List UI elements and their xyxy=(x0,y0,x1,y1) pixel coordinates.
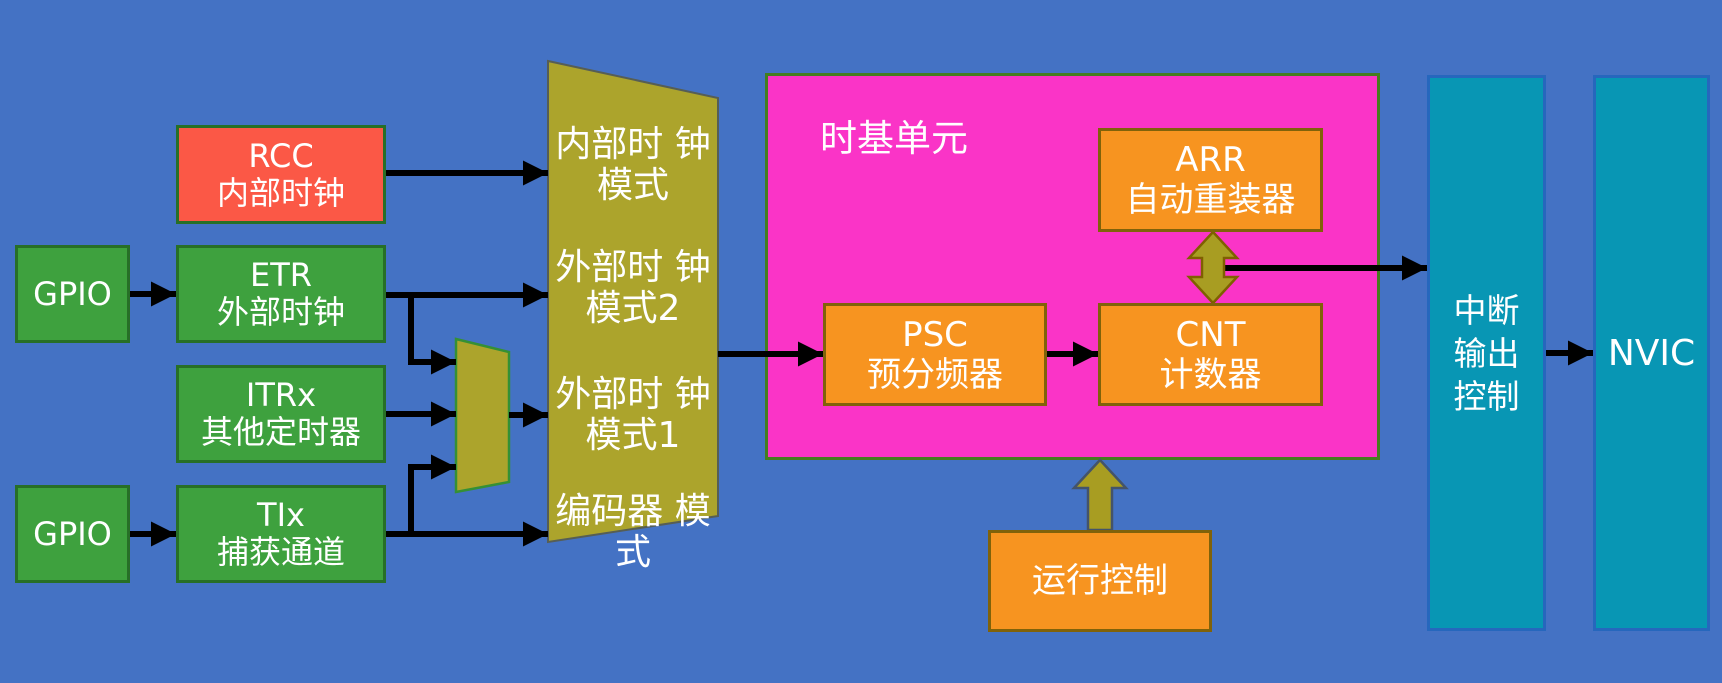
connector-etr-branch-to-mux xyxy=(408,295,456,375)
etr-external-clock-box: ETR 外部时钟 xyxy=(176,245,386,343)
interrupt-output-control-line3: 控制 xyxy=(1453,376,1520,416)
internal-clock-mode-line2: 钟模式 xyxy=(596,124,711,206)
gpio-top-box: GPIO xyxy=(15,245,130,343)
internal-clock-mode-label: 内部时 钟模式 xyxy=(548,124,718,206)
external-clock-mode2-label: 外部时 钟模式2 xyxy=(548,247,718,329)
psc-prescaler-box: PSC 预分频器 xyxy=(823,303,1047,406)
encoder-mode-line2: 模式 xyxy=(614,491,711,573)
run-control-up-arrow xyxy=(1071,458,1129,532)
gpio-bottom-label: GPIO xyxy=(33,515,112,553)
external-clock-mode1-line2: 钟模式1 xyxy=(585,374,711,456)
tix-label-line1: TIx xyxy=(257,496,305,534)
run-control-box: 运行控制 xyxy=(988,530,1212,632)
interrupt-output-control-line1: 中断 xyxy=(1453,290,1520,330)
nvic-label: NVIC xyxy=(1607,332,1696,374)
gpio-top-label: GPIO xyxy=(33,275,112,313)
encoder-mode-label: 编码器 模式 xyxy=(548,491,718,573)
nvic-box: NVIC xyxy=(1593,75,1710,631)
run-control-label: 运行控制 xyxy=(1032,561,1168,601)
arr-label-line2: 自动重装器 xyxy=(1125,180,1296,220)
arr-auto-reload-box: ARR 自动重装器 xyxy=(1098,128,1323,232)
encoder-mode-line1: 编码器 xyxy=(555,491,664,532)
time-base-unit-title: 时基单元 xyxy=(820,117,968,160)
etr-label-line1: ETR xyxy=(250,256,312,294)
external-clock-mode1-label: 外部时 钟模式1 xyxy=(548,374,718,456)
external-clock-mode2-line2: 钟模式2 xyxy=(585,247,711,329)
clock-mode-selector-trapezoid xyxy=(547,59,719,544)
tix-capture-channel-box: TIx 捕获通道 xyxy=(176,485,386,583)
cnt-label-line2: 计数器 xyxy=(1159,354,1262,395)
interrupt-output-control-box: 中断 输出 控制 xyxy=(1427,75,1546,631)
rcc-internal-clock-box: RCC 内部时钟 xyxy=(176,125,386,224)
gpio-bottom-box: GPIO xyxy=(15,485,130,583)
external-clock-mode2-line1: 外部时 xyxy=(555,247,664,288)
psc-label-line1: PSC xyxy=(902,314,968,355)
etr-label-line2: 外部时钟 xyxy=(216,293,345,331)
connector-tix-branch-to-mux xyxy=(408,454,456,534)
input-mux-trapezoid xyxy=(454,337,511,494)
cnt-counter-box: CNT 计数器 xyxy=(1098,303,1323,406)
tix-label-line2: 捕获通道 xyxy=(216,533,345,571)
interrupt-output-control-line2: 输出 xyxy=(1453,333,1520,373)
external-clock-mode1-line1: 外部时 xyxy=(555,374,664,415)
arr-label-line1: ARR xyxy=(1175,140,1246,180)
itrx-other-timers-box: ITRx 其他定时器 xyxy=(176,365,386,463)
cnt-label-line1: CNT xyxy=(1175,314,1246,355)
rcc-label-line1: RCC xyxy=(248,136,314,175)
itrx-label-line1: ITRx xyxy=(245,376,317,414)
internal-clock-mode-line1: 内部时 xyxy=(555,124,664,165)
itrx-label-line2: 其他定时器 xyxy=(200,413,361,451)
psc-label-line2: 预分频器 xyxy=(867,354,1003,395)
rcc-label-line2: 内部时钟 xyxy=(216,173,345,212)
